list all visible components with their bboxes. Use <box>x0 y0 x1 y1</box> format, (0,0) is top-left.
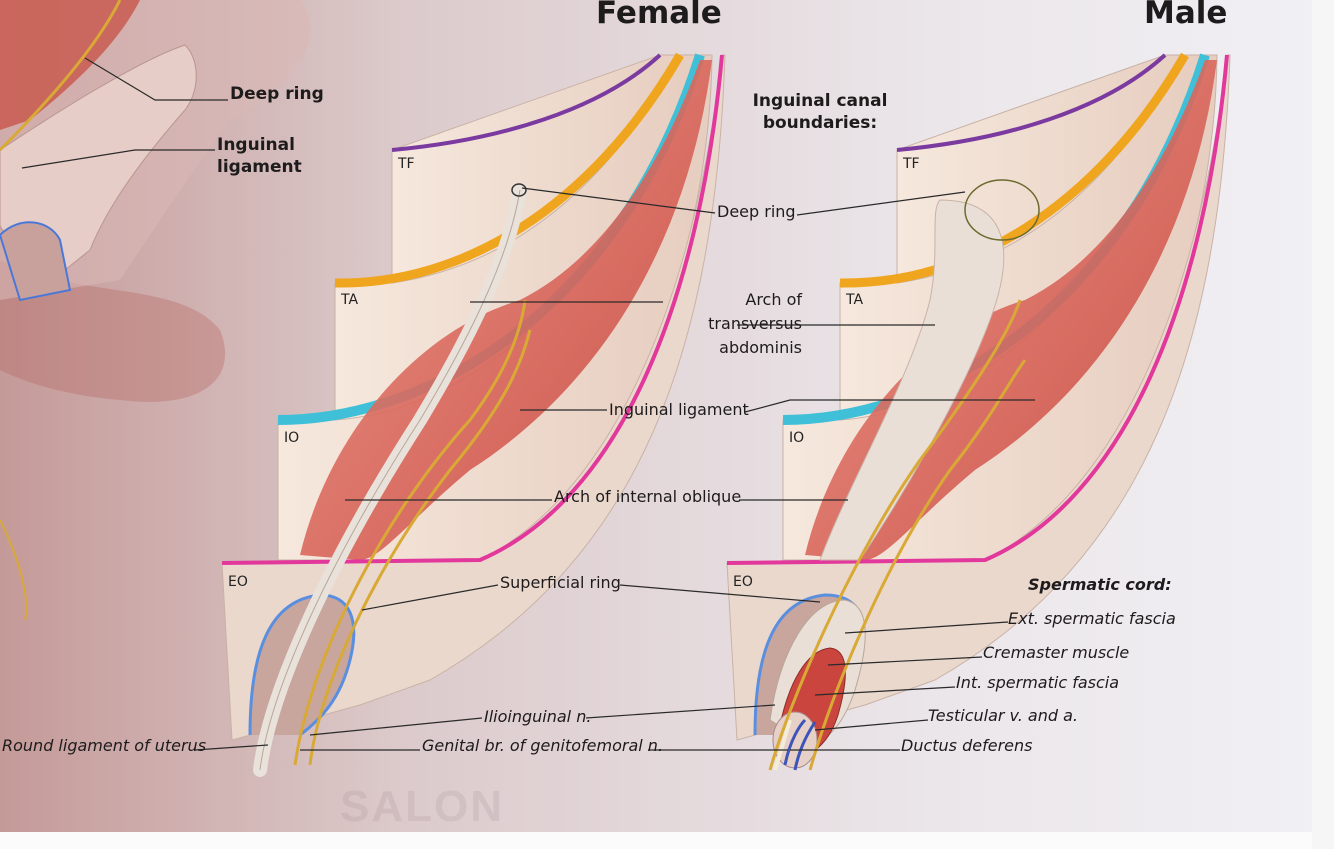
label-deep-ring-left: Deep ring <box>230 84 324 104</box>
male-panel <box>726 52 1231 771</box>
muscle-strip-left <box>0 0 140 130</box>
male-layer-io: IO <box>789 430 805 446</box>
title-female: Female <box>596 0 722 31</box>
male-nerve-2 <box>808 359 1027 771</box>
label-inguinal-ligament-left: Inguinal ligament <box>217 135 302 177</box>
male-ductus-deferens <box>773 719 792 771</box>
female-deep-ring <box>511 183 527 197</box>
male-deep-ring <box>964 179 1040 241</box>
nerve-left-1 <box>0 0 122 152</box>
male-ta-edge <box>839 52 1189 288</box>
male-eo-edge <box>726 54 1229 565</box>
bottom-strip <box>0 832 1334 849</box>
male-layer-eo: EO <box>733 574 753 590</box>
label-arch-transversus: Arch of transversus abdominis <box>708 290 802 357</box>
female-ta-edge <box>334 52 684 288</box>
nerve-left-2 <box>0 519 28 621</box>
leader-deep-ring-female <box>521 187 716 214</box>
title-male: Male <box>1144 0 1228 31</box>
male-eo-layer <box>726 54 1231 741</box>
boundaries-heading: Inguinal canal boundaries: <box>752 91 888 133</box>
leader-int-fascia <box>814 686 956 696</box>
label-round-ligament: Round ligament of uterus <box>2 736 207 755</box>
label-inguinal-ligament: Inguinal ligament <box>609 400 749 419</box>
female-tf-edge <box>391 53 662 152</box>
female-layer-ta: TA <box>341 292 359 308</box>
female-layer-tf: TF <box>398 156 415 172</box>
label-ilioinguinal: Ilioinguinal n. <box>484 707 592 726</box>
female-panel <box>221 52 726 777</box>
tube-opening <box>0 221 72 302</box>
male-layer-ta: TA <box>846 292 864 308</box>
label-superficial-ring: Superficial ring <box>500 573 621 592</box>
label-int-spermatic-fascia: Int. spermatic fascia <box>956 673 1120 692</box>
right-strip <box>1312 0 1334 849</box>
label-ductus-deferens: Ductus deferens <box>901 736 1033 755</box>
male-nerve-1 <box>768 299 1022 771</box>
female-eo-edge <box>221 54 724 565</box>
label-ext-spermatic-fascia: Ext. spermatic fascia <box>1008 609 1176 628</box>
female-round-ligament-outline <box>259 189 521 771</box>
label-genital-branch: Genital br. of genitofemoral n. <box>422 736 664 755</box>
leader-cremaster <box>827 656 983 666</box>
leader-superficial-female <box>361 584 499 611</box>
leader-lines <box>21 57 1035 751</box>
watermark-logo: SALON <box>340 782 504 831</box>
female-eo-layer <box>221 54 726 741</box>
leader-inguinal-male <box>744 399 1035 413</box>
leader-ilioinguinal-female <box>309 717 483 736</box>
leader-ext-fascia <box>844 621 1009 634</box>
leader-deep-ring-left <box>84 57 228 101</box>
label-cremaster-muscle: Cremaster muscle <box>983 643 1130 662</box>
label-arch-internal-oblique: Arch of internal oblique <box>554 487 742 506</box>
label-deep-ring: Deep ring <box>717 202 796 221</box>
leader-inguinal-ligament-left <box>21 149 215 169</box>
female-genital-branch <box>308 329 532 766</box>
leader-testicular <box>814 719 929 731</box>
male-tf-edge <box>896 53 1167 152</box>
male-layer-tf: TF <box>903 156 920 172</box>
leader-ilioinguinal-male <box>585 704 776 719</box>
female-layer-io: IO <box>284 430 300 446</box>
leader-deep-ring-male <box>796 191 966 216</box>
leader-superficial-male <box>619 584 821 603</box>
male-testicular-vessels <box>783 718 817 771</box>
spermatic-cord-heading: Spermatic cord: <box>1028 575 1172 594</box>
label-testicular-vessels: Testicular v. and a. <box>928 706 1078 725</box>
pelvis-shadow <box>0 260 226 402</box>
female-ilioinguinal-nerve <box>293 299 527 766</box>
leader-round-ligament <box>194 744 269 751</box>
female-layer-eo: EO <box>228 574 248 590</box>
